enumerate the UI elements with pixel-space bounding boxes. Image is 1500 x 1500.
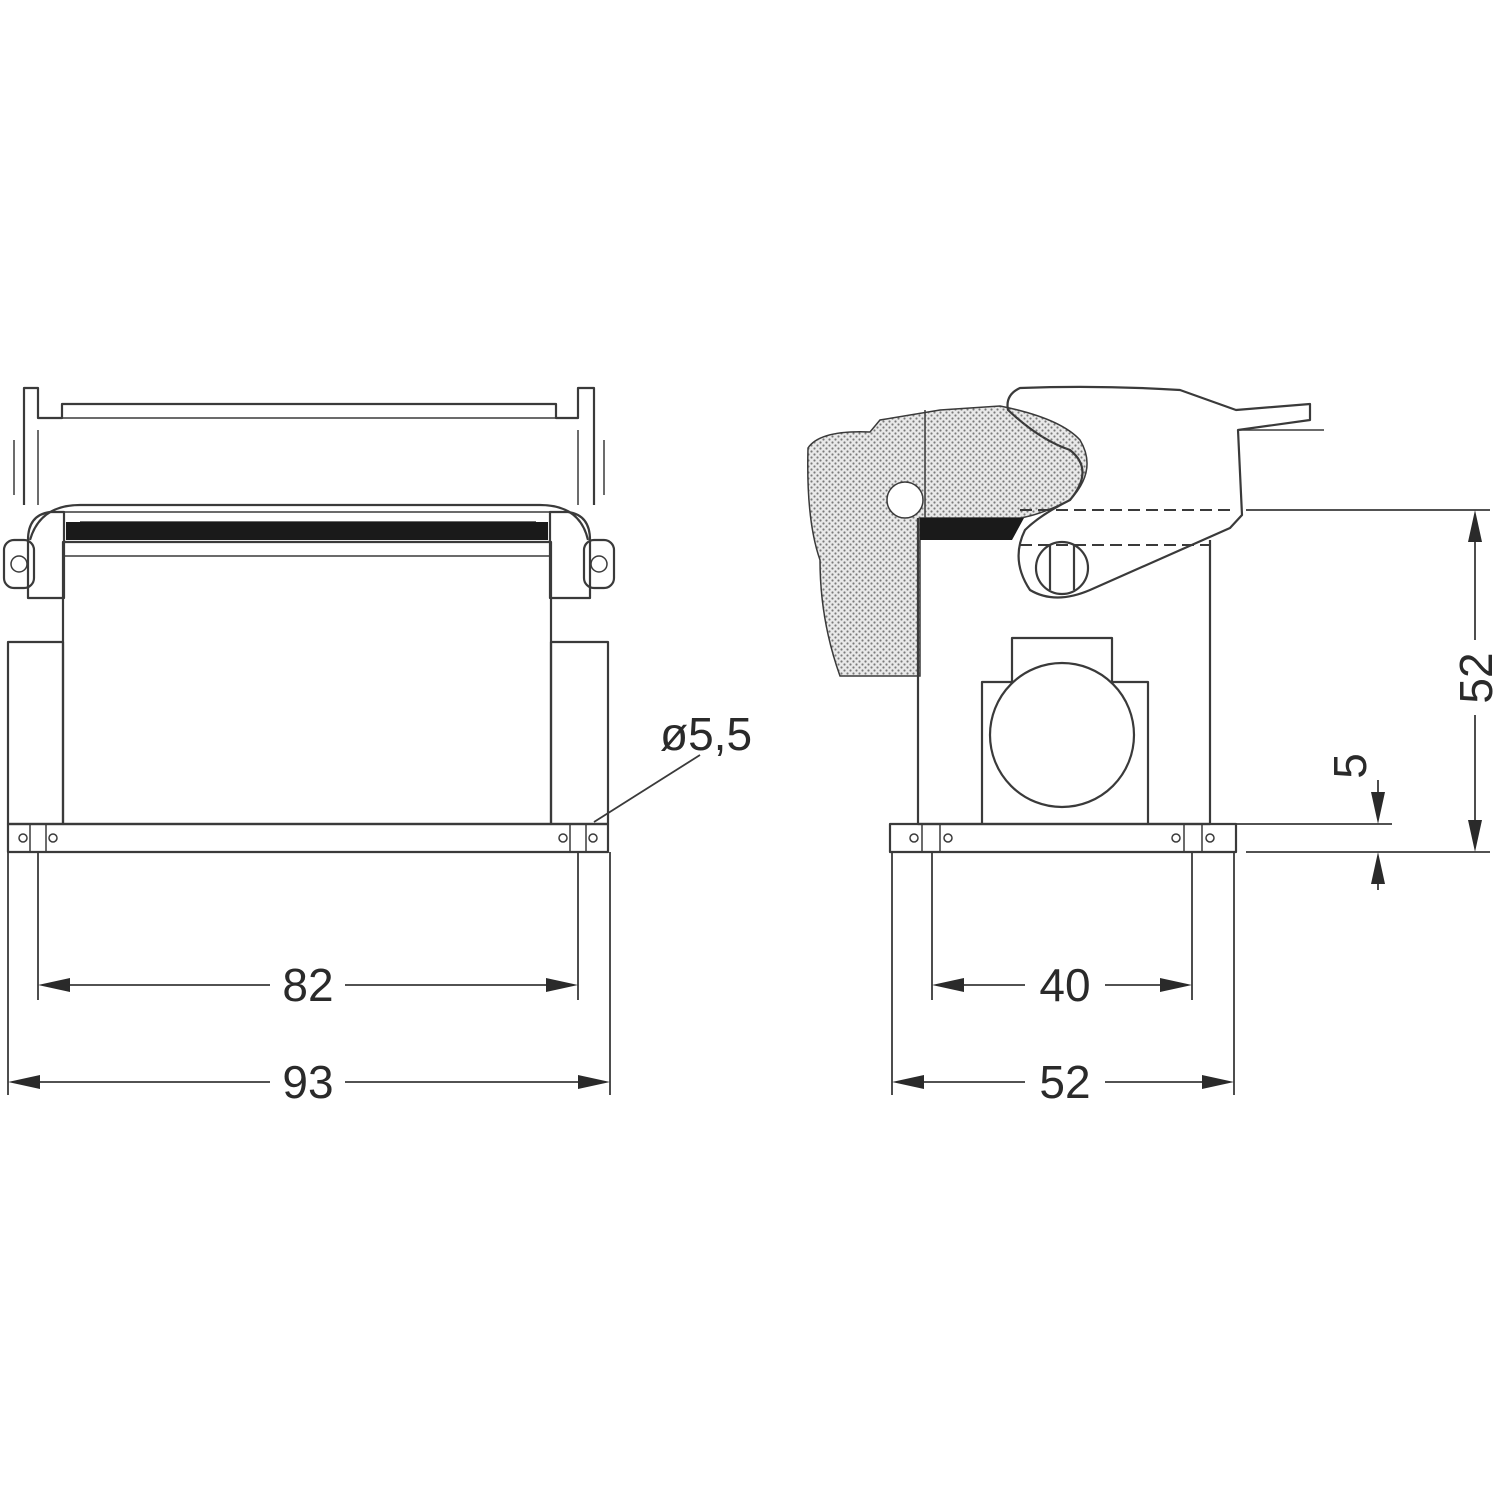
dimension-40: 40 — [931, 852, 1193, 1011]
side-base-flange — [888, 822, 1238, 854]
mating-hood-hatched — [807, 405, 1088, 677]
dim-label-82: 82 — [282, 959, 333, 1011]
cable-entry-arch — [980, 636, 1150, 824]
cable-entry-hole — [988, 661, 1136, 809]
dimension-93: 93 — [7, 852, 611, 1108]
front-top-frame — [22, 386, 596, 430]
side-locking-lever — [1006, 385, 1312, 599]
dim-label-hole-diameter: ø5,5 — [660, 708, 752, 760]
front-seal — [66, 522, 548, 540]
front-lever-right — [548, 510, 616, 600]
side-mounting-hole-left — [909, 824, 953, 852]
dimension-52-width: 52 — [891, 852, 1235, 1108]
dim-label-52-width: 52 — [1039, 1056, 1090, 1108]
front-mounting-hole-left — [18, 824, 58, 852]
dimension-52-height: 52 — [1246, 509, 1500, 853]
dim-label-52-height: 52 — [1450, 652, 1500, 703]
front-lever-left — [2, 510, 66, 600]
dimension-82: 82 — [37, 852, 579, 1011]
side-mounting-hole-right — [1171, 824, 1215, 852]
side-seal — [920, 518, 1024, 540]
dim-label-5: 5 — [1324, 753, 1376, 779]
side-housing-body — [916, 518, 1212, 826]
dim-label-93: 93 — [282, 1056, 333, 1108]
front-housing-body — [61, 540, 553, 826]
front-lid-rim — [28, 503, 590, 541]
dimension-5: 5 — [1236, 753, 1392, 890]
dim-label-40: 40 — [1039, 959, 1090, 1011]
front-base-flange — [6, 822, 610, 854]
front-left-block — [6, 640, 65, 826]
front-view — [2, 386, 616, 854]
side-view — [807, 385, 1324, 854]
front-mounting-hole-right — [558, 824, 598, 852]
front-right-block — [549, 640, 610, 826]
dimension-hole-diameter: ø5,5 — [593, 708, 752, 823]
pivot-screw — [1034, 540, 1090, 596]
